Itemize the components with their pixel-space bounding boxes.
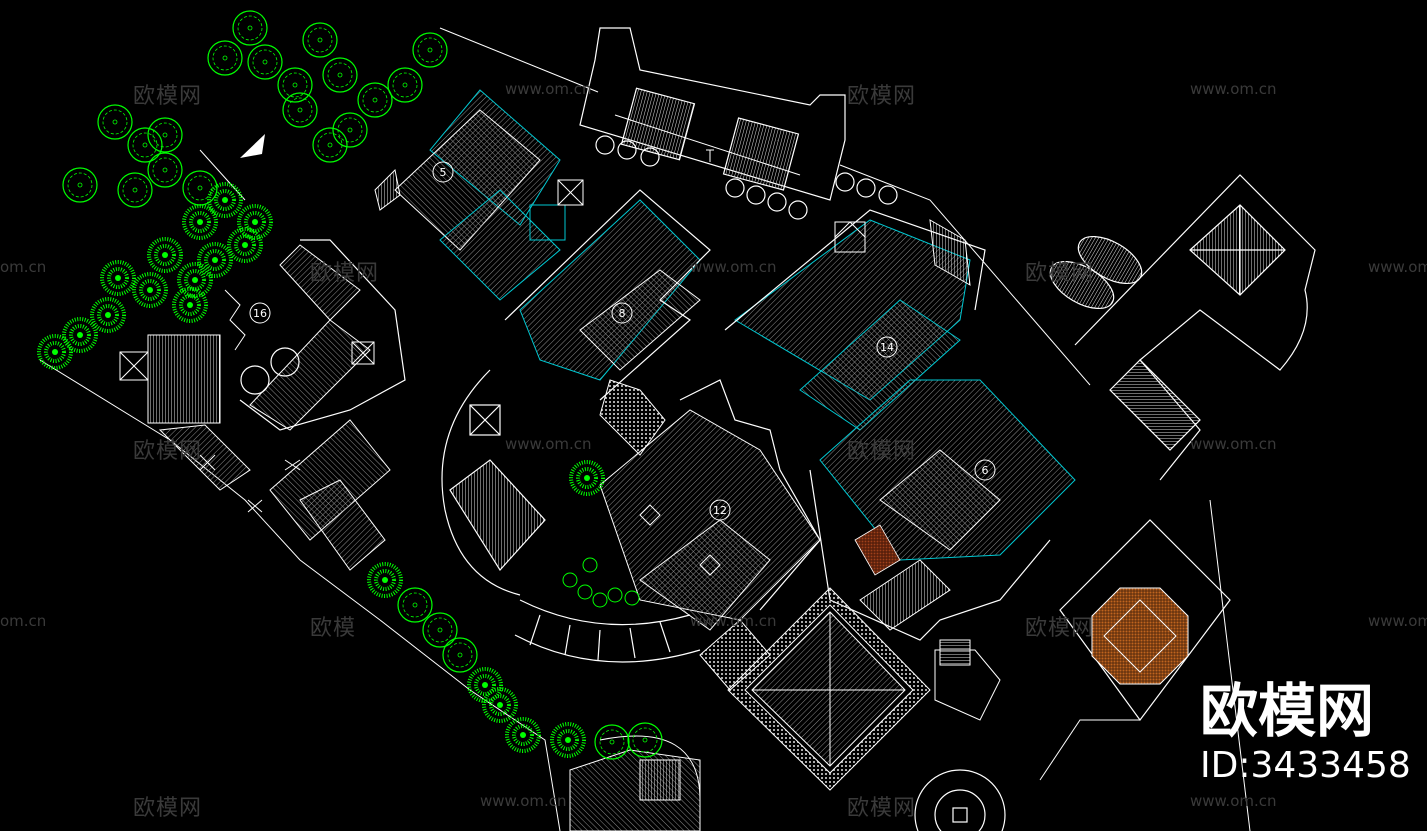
- watermark-url-partial: om.cn: [0, 258, 47, 276]
- watermark-url: www.om.cn: [1190, 80, 1277, 98]
- building-16-label: 16: [253, 307, 267, 320]
- south-stair-block: [859, 559, 1001, 721]
- building-12: 12: [599, 379, 821, 631]
- watermark-url: www.om.cn: [505, 435, 592, 453]
- building-5: 5: [394, 89, 584, 301]
- building-5-label: 5: [440, 166, 447, 179]
- east-plaza: [1049, 174, 1316, 722]
- paved-walkway: [599, 379, 666, 456]
- watermark-url: www.om.cn: [1190, 792, 1277, 810]
- building-14-label: 14: [880, 341, 894, 354]
- west-buildings: [119, 334, 391, 571]
- watermark-url: www.om.cn: [480, 792, 567, 810]
- building-14: 14: [724, 209, 986, 431]
- gate-bollards: [595, 135, 898, 220]
- watermark-brand: 欧模网: [847, 84, 917, 109]
- north-arrow-icon: [240, 134, 265, 158]
- watermark-brand: 欧模网: [847, 439, 917, 464]
- watermark-url: www.om.cn: [1190, 435, 1277, 453]
- building-8: 8: [504, 189, 711, 401]
- round-fountain: [914, 769, 1006, 831]
- red-paving-patch: [854, 524, 901, 576]
- boundary-line-northwest: [199, 149, 246, 201]
- watermark-brand: 欧模网: [1025, 261, 1095, 286]
- south-building: [569, 735, 701, 831]
- building-6-label: 6: [982, 464, 989, 477]
- watermark-brand: 欧模网: [1025, 616, 1095, 641]
- watermark-brand-partial: 欧模: [310, 616, 357, 641]
- building-5-corner-tower: [374, 168, 401, 211]
- boundary-line-southwest: [39, 359, 561, 831]
- watermark-brand: 欧模网: [133, 84, 203, 109]
- brand-logo-text: 欧模网: [1200, 677, 1375, 745]
- building-16: 16: [224, 239, 406, 431]
- building-8-label: 8: [619, 307, 626, 320]
- watermark-url-partial: om.cn: [0, 612, 47, 630]
- watermark-brand: 欧模网: [310, 261, 380, 286]
- boundary-curve-south: [1039, 719, 1140, 781]
- watermark-url: www.om.cn: [1368, 258, 1427, 276]
- building-12-label: 12: [713, 504, 727, 517]
- boundary-line-southeast: [1209, 499, 1251, 831]
- semicircle-plaza: [441, 369, 701, 663]
- watermark-url: www.om.cn: [690, 612, 777, 630]
- building-6: 6: [809, 379, 1076, 641]
- watermark-url: www.om.cn: [505, 80, 592, 98]
- top-gate-building: [579, 27, 846, 201]
- watermark-brand: 欧模网: [133, 439, 203, 464]
- watermark-url: www.om.cn: [1368, 612, 1427, 630]
- boundary-line-east: [839, 164, 1091, 386]
- watermark-brand: 欧模网: [847, 796, 917, 821]
- model-id-label: ID:3433458: [1200, 745, 1411, 786]
- square-pavilion: [699, 587, 931, 791]
- octagon-pavilion: [1091, 587, 1189, 685]
- watermark-brand: 欧模网: [133, 796, 203, 821]
- boundary-line-north: [439, 27, 599, 93]
- watermark-url: www.om.cn: [690, 258, 777, 276]
- shrub-row: [562, 557, 640, 608]
